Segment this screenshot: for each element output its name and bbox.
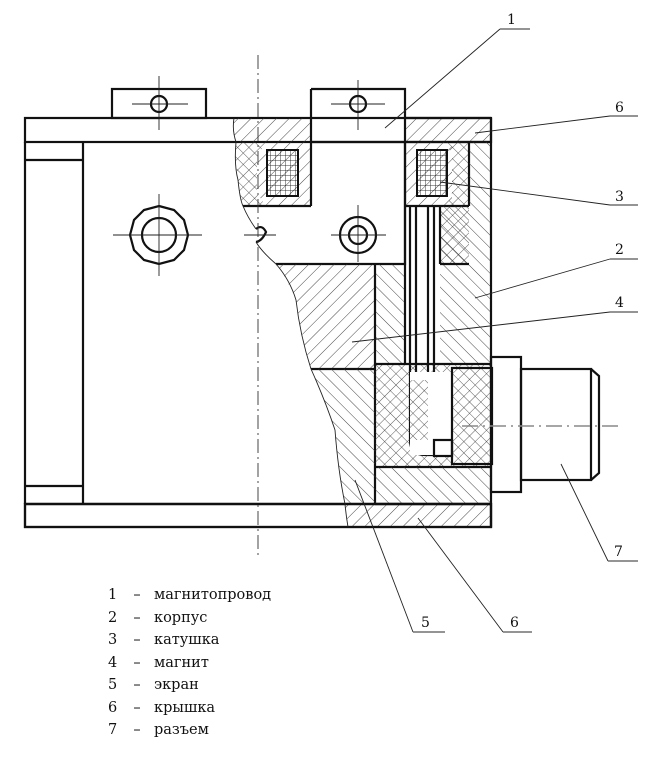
callout-5: 5 — [354, 479, 445, 633]
svg-text:5: 5 — [421, 615, 430, 631]
legend-dash: – — [133, 677, 141, 694]
shield-right-cross — [440, 206, 469, 264]
legend-row: 3–катушка — [108, 629, 271, 652]
legend-row: 5–экран — [108, 674, 271, 697]
coil-left — [266, 149, 299, 197]
legend-row: 2–корпус — [108, 607, 271, 630]
legend-label: магнитопровод — [154, 587, 272, 604]
magnet — [276, 264, 375, 369]
legend-number: 7 — [108, 722, 118, 739]
legend-dash: – — [133, 699, 141, 716]
cover-top-right-section — [405, 118, 491, 142]
svg-text:2: 2 — [615, 242, 624, 258]
legend-label: экран — [154, 677, 199, 694]
potting-compound — [375, 364, 491, 467]
svg-text:4: 4 — [615, 295, 624, 311]
svg-text:6: 6 — [510, 615, 519, 631]
callout-7: 7 — [560, 463, 638, 562]
legend-row: 7–разъем — [108, 719, 271, 742]
legend-number: 2 — [108, 609, 118, 626]
legend-number: 3 — [108, 632, 118, 649]
callout-4: 4 — [351, 295, 638, 343]
legend-number: 4 — [108, 654, 118, 671]
shield-cross-hatch-right — [447, 142, 469, 206]
legend-label: крышка — [154, 699, 216, 716]
parts-legend: 1–магнитопровод 2–корпус 3–катушка 4–маг… — [108, 584, 271, 742]
housing-inner-column — [375, 264, 405, 364]
cover-bottom-section — [345, 504, 491, 527]
cover-top-left-section — [233, 118, 311, 142]
svg-text:3: 3 — [615, 189, 624, 205]
callout-3: 3 — [439, 181, 638, 206]
legend-number: 1 — [108, 587, 118, 604]
callout-6-top: 6 — [474, 100, 638, 134]
housing-lower-block — [375, 467, 491, 504]
connector — [450, 355, 601, 494]
coil-right — [416, 149, 448, 197]
svg-text:1: 1 — [507, 12, 516, 28]
legend-dash: – — [133, 587, 141, 604]
legend-row: 1–магнитопровод — [108, 584, 271, 607]
callout-6-bottom: 6 — [417, 517, 532, 633]
legend-number: 5 — [108, 677, 118, 694]
legend-number: 6 — [108, 699, 118, 716]
legend-label: магнит — [154, 654, 209, 671]
break-line — [232, 117, 349, 528]
legend-label: катушка — [154, 632, 220, 649]
callout-2: 2 — [474, 242, 638, 299]
shield-cross-hatch-left — [235, 142, 266, 206]
svg-text:6: 6 — [615, 100, 624, 116]
legend-dash: – — [133, 632, 141, 649]
legend-dash: – — [133, 609, 141, 626]
legend-label: разъем — [154, 722, 209, 739]
legend-dash: – — [133, 654, 141, 671]
left-mounting-lug — [110, 76, 208, 130]
svg-text:7: 7 — [614, 544, 623, 560]
legend-row: 4–магнит — [108, 652, 271, 675]
callout-1: 1 — [384, 12, 530, 129]
legend-row: 6–крышка — [108, 697, 271, 720]
housing-right-wall — [469, 142, 491, 364]
legend-dash: – — [133, 722, 141, 739]
legend-label: корпус — [154, 609, 208, 626]
left-bolt-hole — [113, 194, 202, 276]
shield-lower — [311, 369, 375, 504]
